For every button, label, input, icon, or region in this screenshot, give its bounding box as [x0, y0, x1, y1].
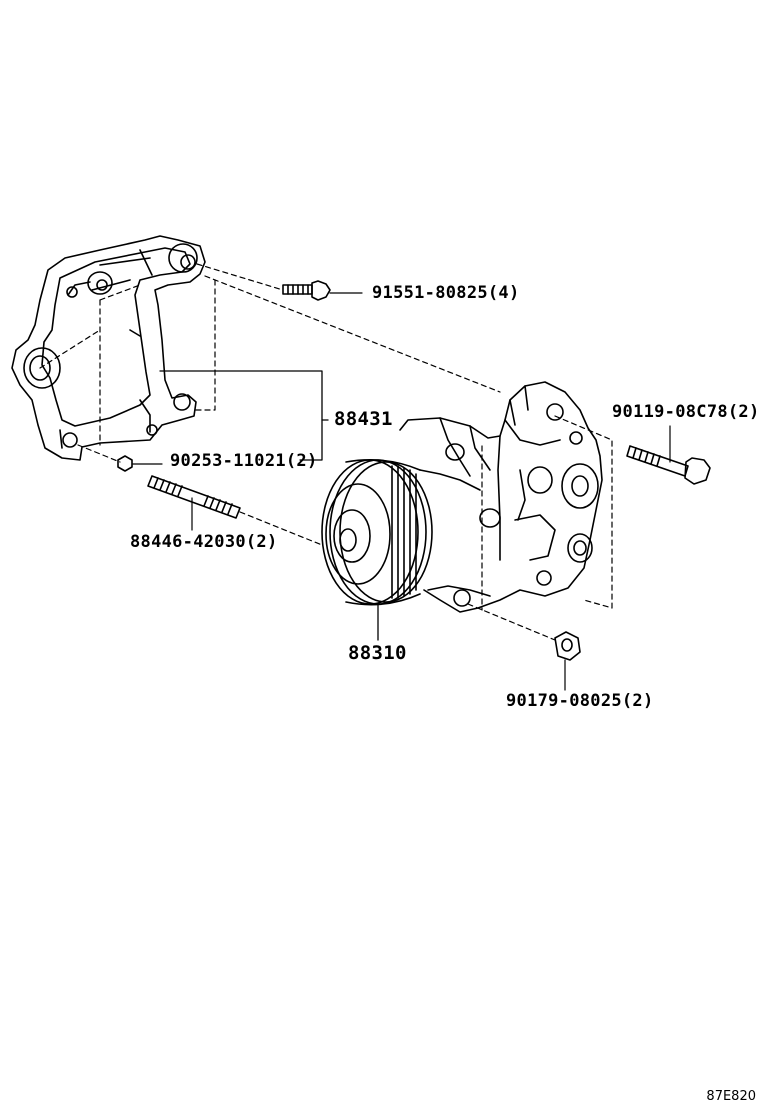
- bolt-91551-leader: [196, 263, 363, 294]
- compressor-dashed-frame: [467, 415, 613, 641]
- label-stud-88446[interactable]: 88446-42030(2): [130, 532, 278, 552]
- stud-dashed-line: [239, 511, 323, 546]
- compressor-drawing: [321, 381, 603, 613]
- bracket-drawing: [11, 235, 206, 461]
- nut-90253-drawing: [117, 455, 133, 472]
- label-bolt-90119[interactable]: 90119-08C78(2): [612, 402, 760, 422]
- label-bolt-91551[interactable]: 91551-80825(4): [372, 283, 520, 303]
- bracket-dashed-frame: [39, 279, 216, 463]
- alignment-line-top: [204, 275, 501, 393]
- label-nut-90253[interactable]: 90253-11021(2): [170, 451, 318, 471]
- nut-90179-drawing: [554, 631, 581, 661]
- stud-drawing: [147, 475, 241, 519]
- label-nut-90179[interactable]: 90179-08025(2): [506, 691, 654, 711]
- bolt-91551-drawing: [282, 280, 331, 301]
- figure-code: 87E820: [706, 1089, 756, 1104]
- bracket-leader: [159, 370, 323, 461]
- label-compressor-88310[interactable]: 88310: [348, 642, 407, 664]
- bolt-90119-drawing: [626, 445, 711, 485]
- label-bracket-88431[interactable]: 88431: [334, 408, 393, 430]
